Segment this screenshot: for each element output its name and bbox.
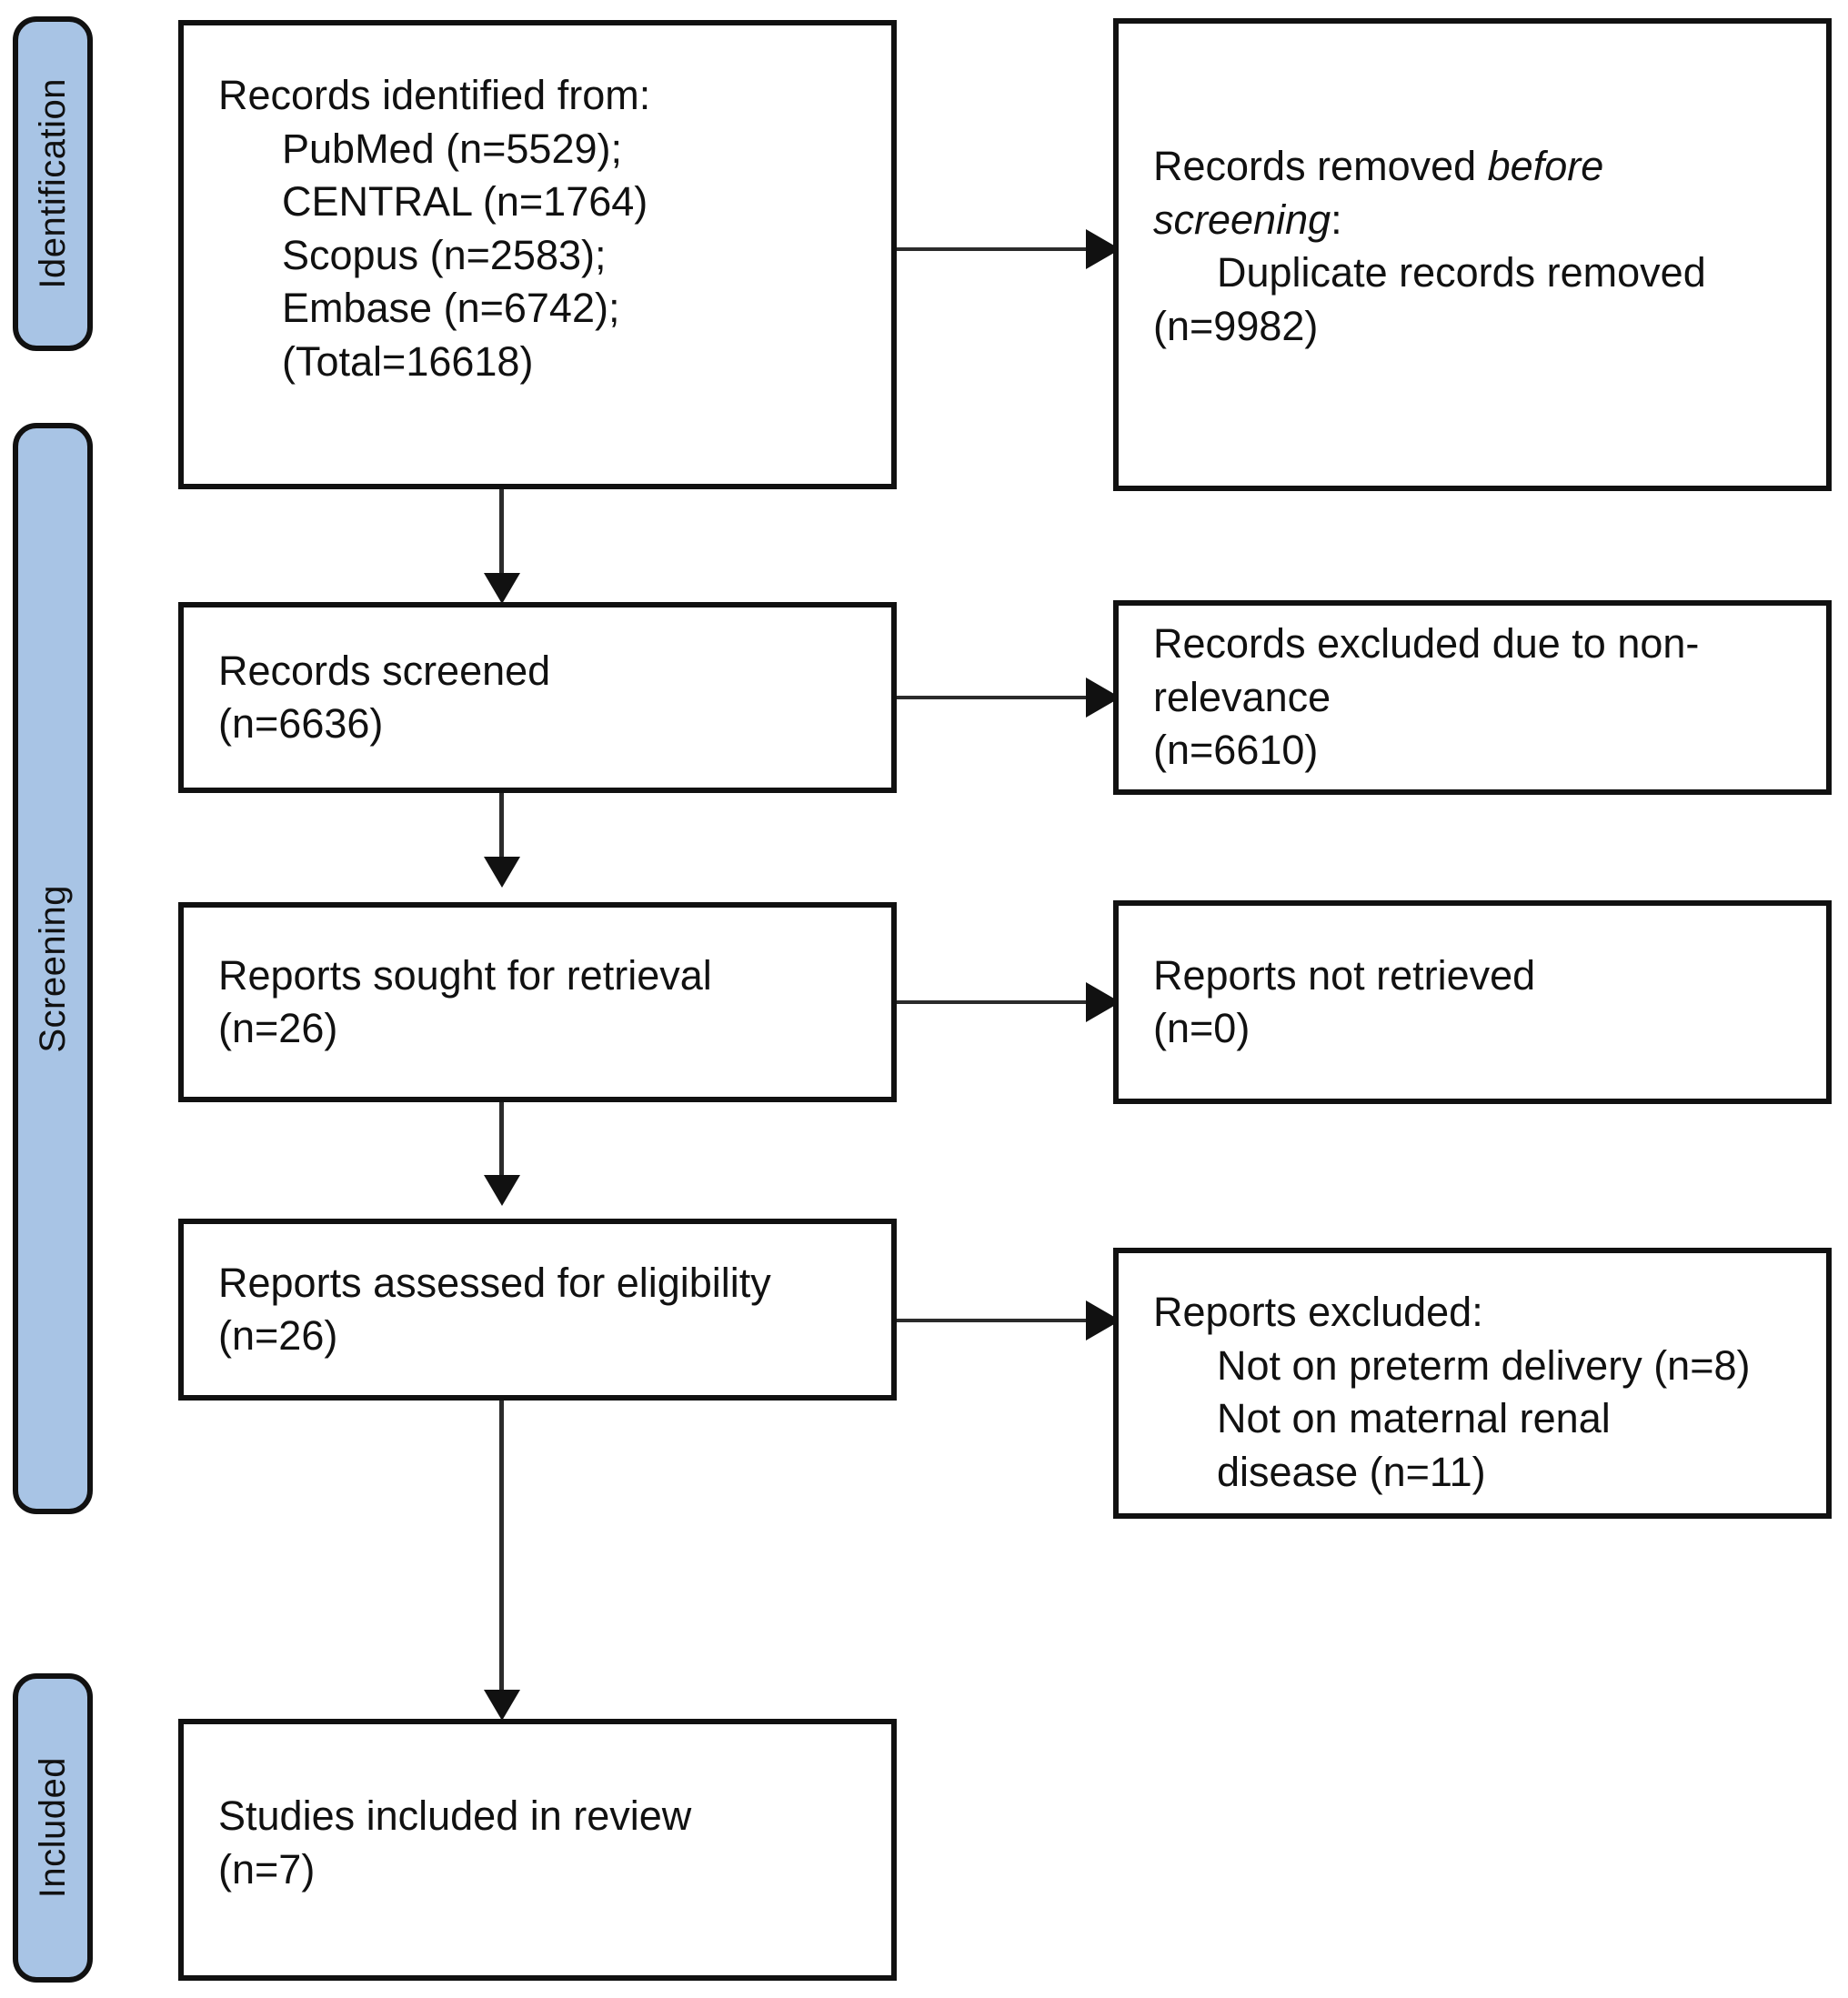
box-studies-included-in-review: Studies included in review (n=7) [178, 1719, 897, 1981]
phase-label-identification: Identification [33, 78, 73, 289]
studies-included-line-1: Studies included in review [218, 1792, 692, 1839]
phase-bar-included: Included [13, 1673, 93, 1983]
studies-included-line-2: (n=7) [218, 1845, 316, 1893]
reports-excluded-line-1: Reports excluded: [1153, 1289, 1483, 1335]
box-records-removed-before-screening: Records removed before screening: Duplic… [1113, 18, 1832, 491]
box-reports-assessed-for-eligibility: Reports assessed for eligibility (n=26) [178, 1219, 897, 1401]
reports-excluded-line-3: Not on maternal renal [1217, 1395, 1611, 1441]
records-removed-colon: : [1331, 196, 1342, 243]
records-removed-italic-before: before [1487, 143, 1604, 189]
records-screened-line-1: Records screened [218, 647, 551, 694]
arrowhead-assessed-to-included [484, 1690, 520, 1721]
records-identified-line-4: Scopus (n=2583); [282, 231, 607, 278]
connector-assessed-to-included [499, 1401, 504, 1702]
reports-excluded-line-2: Not on preterm delivery (n=8) [1217, 1341, 1751, 1389]
connector-sought-to-assessed [499, 1102, 504, 1184]
reports-assessed-line-1: Reports assessed for eligibility [218, 1259, 771, 1306]
records-removed-line-3: Duplicate records removed [1217, 249, 1706, 296]
records-identified-line-1: Records identified from: [218, 72, 651, 118]
box-records-identified: Records identified from: PubMed (n=5529)… [178, 20, 897, 489]
records-removed-line-4: (n=9982) [1153, 302, 1319, 349]
reports-not-retrieved-line-2: (n=0) [1153, 1005, 1250, 1051]
connector-sought-to-not-retrieved [897, 1000, 1086, 1004]
records-excluded-line-3: (n=6610) [1153, 727, 1319, 774]
phase-bar-identification: Identification [13, 16, 93, 351]
box-reports-excluded: Reports excluded: Not on preterm deliver… [1113, 1248, 1832, 1519]
arrowhead-identified-to-screened [484, 573, 520, 604]
connector-screened-to-excluded [897, 696, 1086, 699]
records-removed-plain-1: Records removed [1153, 143, 1488, 189]
box-records-screened: Records screened (n=6636) [178, 602, 897, 793]
arrowhead-sought-to-assessed [484, 1175, 520, 1206]
reports-sought-line-1: Reports sought for retrieval [218, 951, 712, 999]
records-removed-line-1: Records removed before [1153, 140, 1799, 194]
reports-sought-line-2: (n=26) [218, 1005, 338, 1051]
arrowhead-screened-to-sought [484, 857, 520, 888]
records-identified-line-3: CENTRAL (n=1764) [282, 178, 648, 225]
box-reports-sought-for-retrieval: Reports sought for retrieval (n=26) [178, 902, 897, 1102]
reports-assessed-line-2: (n=26) [218, 1312, 338, 1359]
reports-excluded-line-4: disease (n=11) [1217, 1448, 1486, 1495]
phase-label-screening: Screening [33, 884, 73, 1053]
connector-screened-to-sought [499, 793, 504, 866]
records-removed-italic-screening: screening [1153, 196, 1331, 243]
records-identified-line-2: PubMed (n=5529); [282, 125, 622, 172]
phase-bar-screening: Screening [13, 423, 93, 1514]
box-records-excluded-nonrelevance: Records excluded due to non- relevance (… [1113, 600, 1832, 795]
phase-label-included: Included [33, 1757, 73, 1899]
records-identified-line-6: (Total=16618) [282, 337, 534, 385]
records-screened-line-2: (n=6636) [218, 700, 384, 747]
box-reports-not-retrieved: Reports not retrieved (n=0) [1113, 900, 1832, 1104]
records-identified-line-5: Embase (n=6742); [282, 285, 620, 331]
connector-identified-to-removed [897, 247, 1086, 251]
reports-not-retrieved-line-1: Reports not retrieved [1153, 951, 1536, 999]
records-removed-line-2: screening: [1153, 194, 1799, 247]
records-excluded-line-2: relevance [1153, 673, 1331, 720]
connector-assessed-to-reports-excluded [897, 1319, 1086, 1322]
records-excluded-line-1: Records excluded due to non- [1153, 620, 1700, 668]
connector-identified-to-screened [499, 489, 504, 580]
